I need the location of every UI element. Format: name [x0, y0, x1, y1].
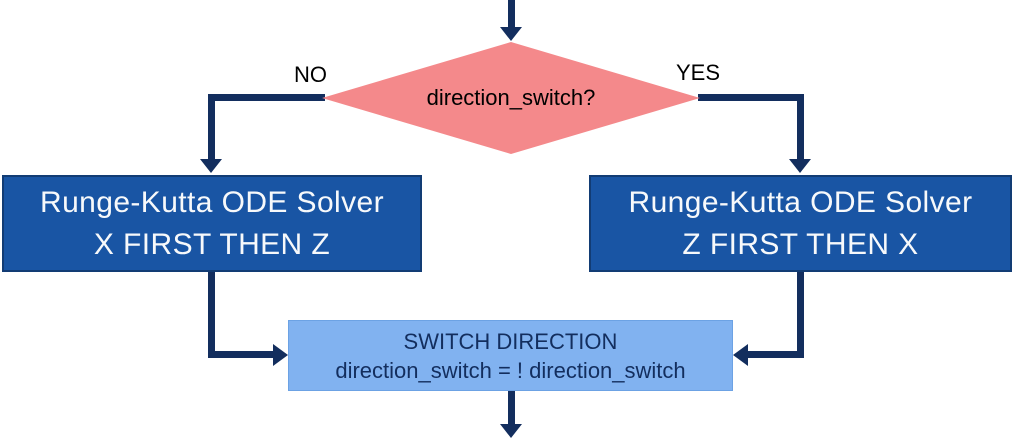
arrow-left-in-shaft: [208, 351, 274, 358]
arrow-yes-vertical-shaft: [797, 94, 804, 160]
yes-branch-label: YES: [675, 60, 721, 85]
process-box-x-first-line2: X FIRST THEN Z: [93, 227, 331, 261]
decision-diamond: direction_switch?: [322, 42, 700, 154]
arrow-left-down-shaft: [208, 271, 215, 358]
arrow-incoming-shaft: [508, 0, 515, 29]
arrow-right-in-head-icon: [733, 344, 748, 366]
switch-direction-title: SWITCH DIRECTION: [403, 328, 618, 354]
process-box-x-first-line1: Runge-Kutta ODE Solver: [40, 185, 384, 219]
process-box-z-first: Runge-Kutta ODE Solver Z FIRST THEN X: [589, 175, 1012, 272]
arrow-incoming-head-icon: [500, 27, 522, 41]
arrow-no-vertical-shaft: [208, 94, 215, 160]
arrow-no-head-icon: [200, 159, 222, 173]
decision-label: direction_switch?: [426, 85, 596, 110]
process-box-z-first-line2: Z FIRST THEN X: [682, 227, 919, 261]
arrow-yes-horizontal-shaft: [698, 94, 800, 101]
switch-direction-box: SWITCH DIRECTION direction_switch = ! di…: [288, 320, 733, 391]
arrow-no-horizontal-shaft: [211, 94, 325, 101]
process-box-x-first: Runge-Kutta ODE Solver X FIRST THEN Z: [2, 175, 422, 272]
process-box-z-first-line1: Runge-Kutta ODE Solver: [628, 185, 973, 219]
arrow-outgoing-head-icon: [500, 424, 522, 438]
arrow-yes-head-icon: [789, 159, 811, 173]
switch-direction-expression: direction_switch = ! direction_switch: [335, 357, 686, 383]
arrow-right-down-shaft: [797, 271, 804, 358]
arrow-right-in-shaft: [747, 351, 804, 358]
arrow-outgoing-shaft: [508, 390, 515, 425]
arrow-left-in-head-icon: [273, 344, 288, 366]
no-branch-label: NO: [294, 62, 327, 87]
